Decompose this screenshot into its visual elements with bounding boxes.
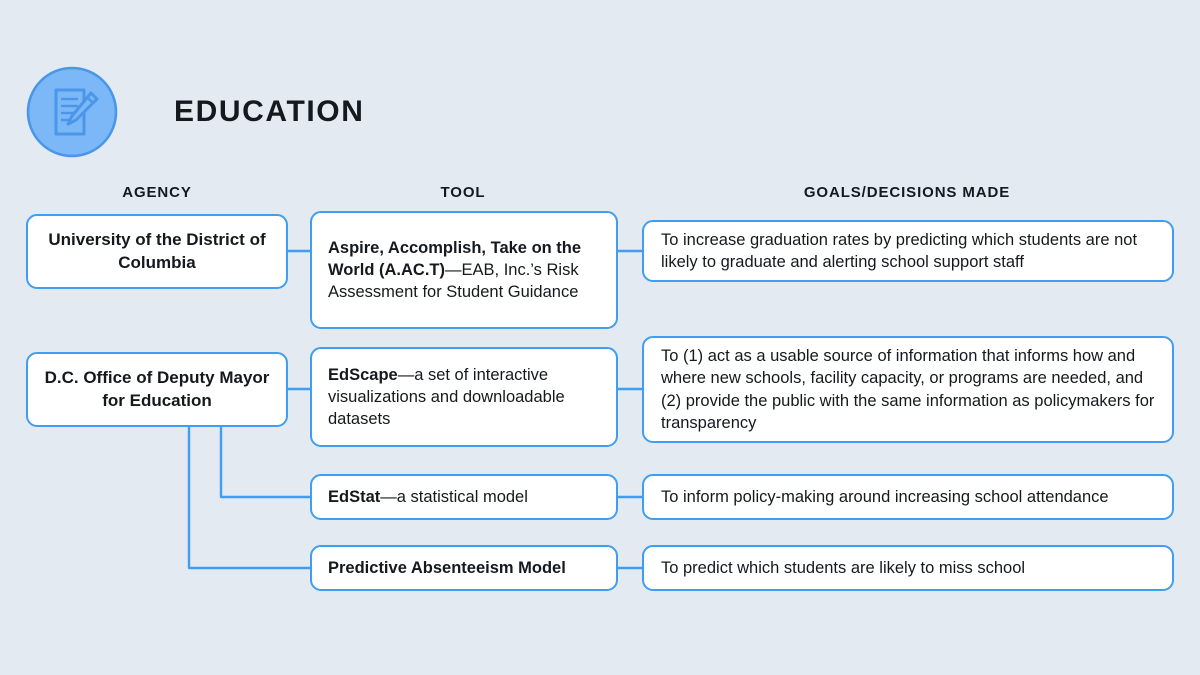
column-header-tool: TOOL	[440, 184, 486, 201]
goal-label: To increase graduation rates by predicti…	[661, 230, 1138, 271]
column-header-agency: AGENCY	[122, 184, 192, 201]
column-header-goals: GOALS/DECISIONS MADE	[803, 184, 1011, 201]
tool-label: Aspire, Accomplish, Take on the World (A…	[328, 238, 582, 302]
goal-box-act[interactable]: To increase graduation rates by predicti…	[642, 220, 1174, 282]
tool-label: Predictive Absenteeism Model	[328, 558, 566, 577]
goal-label: To (1) act as a usable source of informa…	[661, 346, 1155, 432]
agency-box-dme[interactable]: D.C. Office of Deputy Mayor for Educatio…	[26, 352, 288, 427]
agency-label: University of the District of Columbia	[48, 230, 266, 272]
agency-box-udc[interactable]: University of the District of Columbia	[26, 214, 288, 289]
goal-label: To inform policy-making around increasin…	[661, 487, 1109, 506]
tool-box-absenteeism[interactable]: Predictive Absenteeism Model	[310, 545, 618, 591]
goal-label: To predict which students are likely to …	[661, 558, 1026, 577]
goal-box-edstat[interactable]: To inform policy-making around increasin…	[642, 474, 1174, 520]
goal-box-edscape[interactable]: To (1) act as a usable source of informa…	[642, 336, 1174, 443]
page-header: EDUCATION	[26, 64, 626, 160]
page-title: EDUCATION	[174, 95, 365, 128]
document-pencil-icon	[26, 66, 118, 158]
tool-box-edscape[interactable]: EdScape—a set of interactive visualizati…	[310, 347, 618, 447]
tool-label: EdScape—a set of interactive visualizati…	[328, 365, 565, 429]
goal-box-absenteeism[interactable]: To predict which students are likely to …	[642, 545, 1174, 591]
tool-box-edstat[interactable]: EdStat—a statistical model	[310, 474, 618, 520]
tool-label: EdStat—a statistical model	[328, 487, 528, 506]
agency-label: D.C. Office of Deputy Mayor for Educatio…	[44, 368, 270, 410]
tool-box-act[interactable]: Aspire, Accomplish, Take on the World (A…	[310, 211, 618, 329]
